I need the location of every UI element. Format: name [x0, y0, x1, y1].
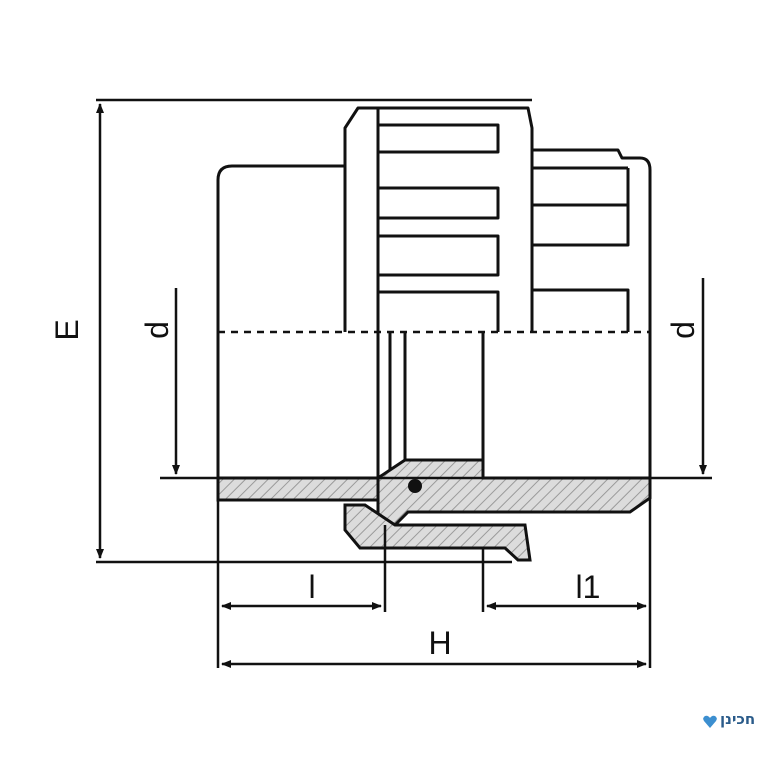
label-H: H	[428, 625, 451, 661]
center-insert-section	[376, 458, 652, 527]
nut-rib	[378, 123, 500, 154]
nut-rib	[378, 234, 500, 277]
nut-rib	[378, 186, 500, 220]
label-l: l	[308, 569, 315, 605]
label-E: E	[49, 319, 85, 340]
union-nut-outline	[343, 106, 534, 332]
label-d-left: d	[139, 321, 175, 339]
label-d-right: d	[665, 321, 701, 339]
right-body-outline	[532, 148, 652, 478]
left-body-outline	[216, 164, 345, 478]
thread-rib	[532, 203, 630, 247]
left-wall-section	[216, 476, 380, 502]
nut-rib	[378, 290, 500, 332]
o-ring-seal	[408, 479, 422, 493]
heart-diamond-icon	[703, 715, 717, 728]
watermark-text: חכינן	[720, 710, 756, 728]
thread-rib	[532, 288, 630, 332]
label-l1: l1	[576, 569, 601, 605]
nut-lip-section	[343, 503, 532, 562]
